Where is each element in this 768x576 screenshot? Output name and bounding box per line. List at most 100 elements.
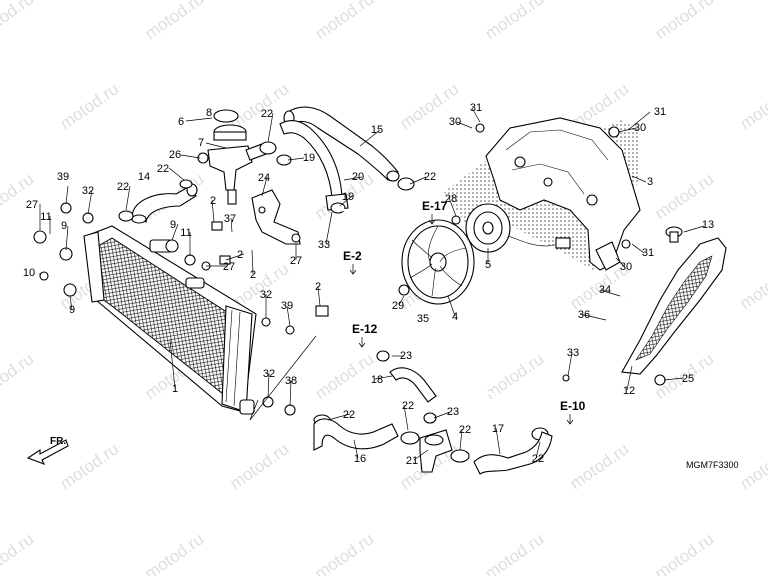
callout-22: 22: [424, 171, 436, 183]
callout-2: 2: [210, 195, 216, 207]
leader-line: [327, 413, 351, 421]
reservoir-tank-12: [621, 226, 727, 386]
callout-11: 11: [180, 227, 191, 239]
watermark-text: motod.ru: [311, 529, 377, 576]
leader-line: [261, 176, 268, 197]
callout-23: 23: [447, 406, 459, 418]
leader-line: [171, 223, 179, 241]
callout-22: 22: [343, 409, 355, 421]
ref-e2-arrow: [349, 264, 357, 275]
group-line: [249, 399, 259, 421]
radiator: [83, 225, 257, 415]
watermark-text: motod.ru: [0, 349, 37, 403]
callout-35: 35: [417, 313, 429, 325]
leader-line: [267, 372, 270, 399]
leader-line: [230, 217, 233, 233]
leader-lines: [39, 107, 705, 461]
leader-line: [663, 377, 685, 381]
callout-7: 7: [198, 137, 204, 149]
leader-line: [251, 249, 254, 275]
leader-line: [413, 449, 429, 461]
callout-37: 37: [224, 213, 236, 225]
callout-36: 36: [578, 309, 590, 321]
callout-38: 38: [285, 375, 297, 387]
leader-line: [456, 121, 473, 129]
leader-line: [459, 428, 463, 451]
watermark-text: motod.ru: [0, 529, 37, 576]
callout-26: 26: [169, 149, 181, 161]
callout-32: 32: [260, 289, 272, 301]
callout-9: 9: [69, 304, 75, 316]
callout-34: 34: [599, 284, 611, 296]
hose-15: [283, 106, 400, 182]
leader-line: [433, 411, 451, 419]
callout-33: 33: [318, 239, 330, 251]
watermark-text: motod.ru: [736, 259, 768, 313]
group-line: [249, 335, 317, 421]
leader-line: [495, 427, 501, 455]
watermark-text: motod.ru: [736, 79, 768, 133]
callout-13: 13: [702, 219, 714, 231]
callout-22: 22: [261, 108, 273, 120]
ref-e17: E-17: [422, 199, 448, 213]
callout-3: 3: [647, 176, 653, 188]
callout-4: 4: [452, 311, 458, 323]
callout-10: 10: [23, 267, 35, 279]
leader-line: [211, 199, 215, 223]
overflow-tube-35: [339, 208, 627, 396]
callout-15: 15: [371, 124, 383, 136]
leader-line: [631, 175, 647, 183]
leader-line: [409, 176, 427, 185]
hose-16: [313, 418, 399, 451]
leader-line: [169, 339, 176, 389]
callout-9: 9: [61, 220, 67, 232]
leader-line: [205, 142, 227, 149]
callout-32: 32: [263, 368, 275, 380]
leader-line: [168, 167, 185, 181]
leader-line: [287, 157, 305, 161]
watermark-text: motod.ru: [481, 529, 547, 576]
callout-16: 16: [354, 453, 366, 465]
front-direction-arrow: FR.: [26, 436, 69, 466]
leader-line: [289, 379, 292, 407]
ref-e10-arrow: [566, 414, 574, 425]
callout-39: 39: [57, 171, 69, 183]
callout-9: 9: [170, 219, 176, 231]
filler-neck-assembly: [197, 109, 267, 205]
watermark-text: motod.ru: [566, 439, 632, 493]
fan-4: [401, 219, 475, 305]
watermark-text: motod.ru: [736, 439, 768, 493]
watermark-text: motod.ru: [0, 169, 37, 223]
callout-17: 17: [492, 423, 504, 435]
leader-line: [615, 257, 625, 267]
watermark-text: motod.ru: [226, 439, 292, 493]
leader-line: [567, 351, 573, 377]
callout-20: 20: [352, 171, 364, 183]
reference-labels: E-17E-2E-12E-10: [343, 199, 586, 425]
callout-30: 30: [620, 261, 632, 273]
leader-line: [65, 185, 69, 205]
callout-18: 18: [371, 374, 383, 386]
watermark-text: motod.ru: [481, 349, 547, 403]
watermark-text: motod.ru: [651, 0, 717, 43]
leader-line: [325, 211, 333, 245]
leader-line: [683, 225, 705, 233]
callout-30: 30: [634, 122, 646, 134]
callout-6: 6: [178, 116, 184, 128]
hose-18: [389, 367, 437, 403]
callout-22: 22: [117, 181, 129, 193]
callout-23: 23: [400, 350, 412, 362]
leader-line: [627, 111, 651, 131]
callout-31: 31: [642, 247, 654, 259]
callout-27: 27: [26, 199, 38, 211]
leader-line: [617, 127, 637, 133]
leader-line: [403, 404, 409, 431]
ref-e10: E-10: [560, 399, 586, 413]
ref-e17-arrow: [428, 214, 436, 225]
bracket-24: [251, 189, 301, 245]
leader-line: [471, 107, 481, 123]
callout-31: 31: [654, 106, 666, 118]
leader-line: [339, 195, 353, 207]
front-direction-label: FR.: [50, 436, 66, 447]
leader-line: [631, 243, 645, 254]
